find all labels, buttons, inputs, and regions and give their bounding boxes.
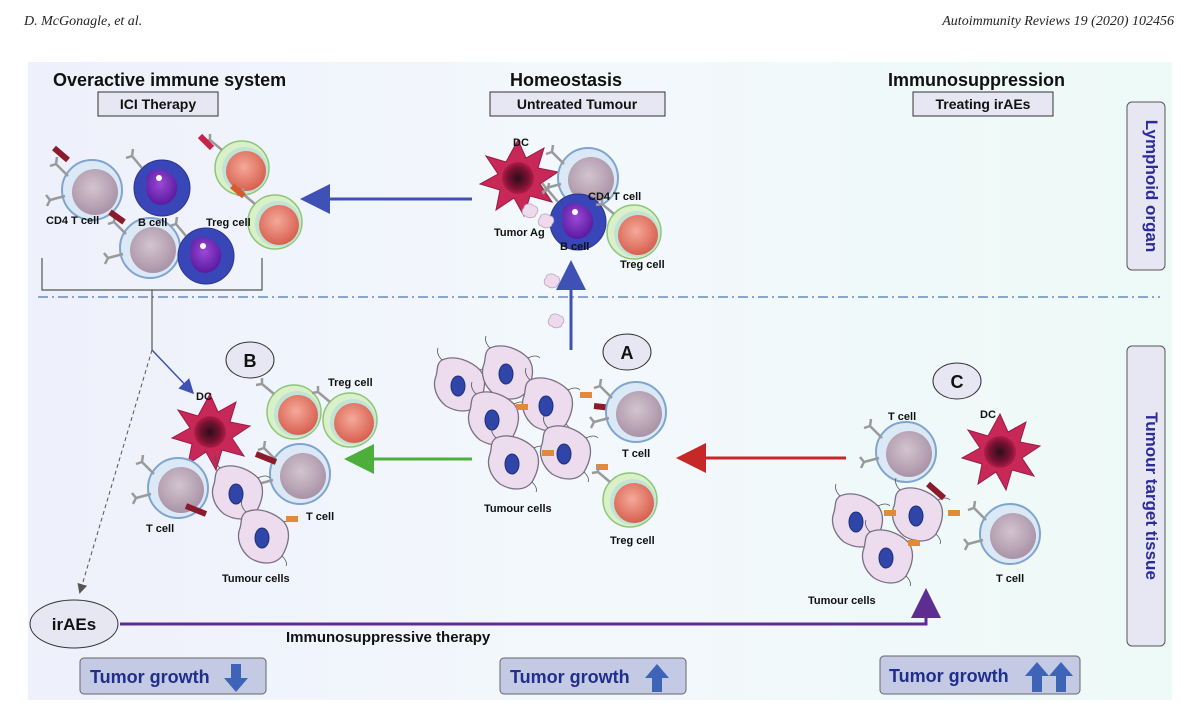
dc-c xyxy=(961,413,1041,491)
ligand-c1 xyxy=(884,510,896,516)
label-tcell-b2: T cell xyxy=(306,511,334,523)
irae-label: irAEs xyxy=(52,615,96,634)
treg-a xyxy=(590,464,659,529)
label-bcell-top: B cell xyxy=(560,241,589,253)
receptor-b1 xyxy=(184,503,208,517)
ligand-c3 xyxy=(948,510,960,516)
tcell-c-1 xyxy=(858,417,938,484)
title-homeostasis: Homeostasis xyxy=(510,70,622,90)
receptor-b2 xyxy=(254,451,278,465)
label-treg-a: Treg cell xyxy=(610,535,655,547)
row-label-tumour: Tumour target tissue xyxy=(1142,412,1161,580)
label-untreated: Untreated Tumour xyxy=(517,96,638,112)
tcell-a xyxy=(588,377,668,444)
marker-a-text: A xyxy=(621,343,634,363)
receptor-1 xyxy=(52,145,70,163)
row-label-lymphoid: Lymphoid organ xyxy=(1142,120,1161,253)
arrow-up-icon-2 xyxy=(1049,662,1073,692)
dc-top xyxy=(479,139,559,217)
tumor-ag-2 xyxy=(537,213,555,229)
marker-c xyxy=(932,362,982,400)
label-bcell-left: B cell xyxy=(138,217,167,229)
tcell-c-2 xyxy=(962,499,1042,566)
treg-top xyxy=(594,196,663,261)
receptor-c xyxy=(926,481,946,501)
treg-b-2 xyxy=(310,384,379,449)
ligand-a2 xyxy=(580,392,592,398)
receptor-4 xyxy=(230,183,246,199)
ligand-a1 xyxy=(516,404,528,410)
label-tcell-a: T cell xyxy=(622,448,650,460)
bcell-left-1 xyxy=(124,147,192,218)
arrow-to-irae xyxy=(77,349,153,594)
growth-box-middle xyxy=(499,657,687,695)
growth-label-middle: Tumor growth xyxy=(510,667,630,687)
ligand-c2 xyxy=(908,540,920,546)
tumor-ag-3 xyxy=(543,273,561,289)
arrow-immunosuppressive xyxy=(120,588,941,626)
label-tcell-c1: T cell xyxy=(888,411,916,423)
ligand-a4 xyxy=(542,450,554,456)
growth-label-left: Tumor growth xyxy=(90,667,210,687)
growth-box-right xyxy=(879,655,1081,695)
label-ici: ICI Therapy xyxy=(120,96,196,112)
ligand-b xyxy=(286,516,298,522)
arrow-to-b xyxy=(151,349,195,395)
arrow-up-icon xyxy=(645,664,669,692)
label-treating: Treating irAEs xyxy=(936,96,1031,112)
label-dc-b: DC xyxy=(196,391,212,403)
label-cd4-top: CD4 T cell xyxy=(588,191,641,203)
label-tumour-b: Tumour cells xyxy=(222,573,290,585)
marker-c-text: C xyxy=(951,372,964,392)
irae-bubble xyxy=(29,599,119,649)
growth-box-left xyxy=(79,657,267,695)
treg-b-1 xyxy=(254,376,323,441)
tumor-ag-1 xyxy=(521,203,539,219)
ligand-a3 xyxy=(596,464,608,470)
marker-b-text: B xyxy=(244,351,257,371)
label-treg-top: Treg cell xyxy=(620,259,665,271)
label-immunosuppressive: Immunosuppressive therapy xyxy=(286,629,491,646)
label-tcell-c2: T cell xyxy=(996,573,1024,585)
label-tumour-c: Tumour cells xyxy=(808,595,876,607)
row-box-tumour xyxy=(1126,345,1166,647)
journal-authors: D. McGonagle, et al. xyxy=(24,14,143,29)
label-tcell-b1: T cell xyxy=(146,523,174,535)
label-dc-top: DC xyxy=(513,137,529,149)
box-ici xyxy=(97,91,219,117)
title-overactive: Overactive immune system xyxy=(53,70,286,90)
journal-citation: Autoimmunity Reviews 19 (2020) 102456 xyxy=(942,14,1174,29)
row-box-lymphoid xyxy=(1126,101,1166,271)
label-dc-c: DC xyxy=(980,409,996,421)
receptor-3 xyxy=(197,133,215,151)
label-tumour-a: Tumour cells xyxy=(484,503,552,515)
label-treg-left: Treg cell xyxy=(206,217,251,229)
growth-label-right: Tumor growth xyxy=(889,666,1009,686)
box-treating xyxy=(912,91,1054,117)
receptor-2 xyxy=(108,209,126,225)
tcell-b-2 xyxy=(252,439,332,506)
arrow-down-icon xyxy=(224,664,248,692)
arrow-up-icon-1 xyxy=(1025,662,1049,692)
box-untreated xyxy=(489,91,666,117)
title-immunosuppression: Immunosuppression xyxy=(888,70,1065,90)
tumor-ag-4 xyxy=(547,313,565,329)
tumour-cell-c2 xyxy=(891,477,951,545)
label-treg-b: Treg cell xyxy=(328,377,373,389)
cd4-tcell-left xyxy=(44,155,124,222)
marker-a xyxy=(602,333,652,371)
label-cd4-left: CD4 T cell xyxy=(46,215,99,227)
label-tumor-ag: Tumor Ag xyxy=(494,227,545,239)
marker-b xyxy=(225,341,275,379)
